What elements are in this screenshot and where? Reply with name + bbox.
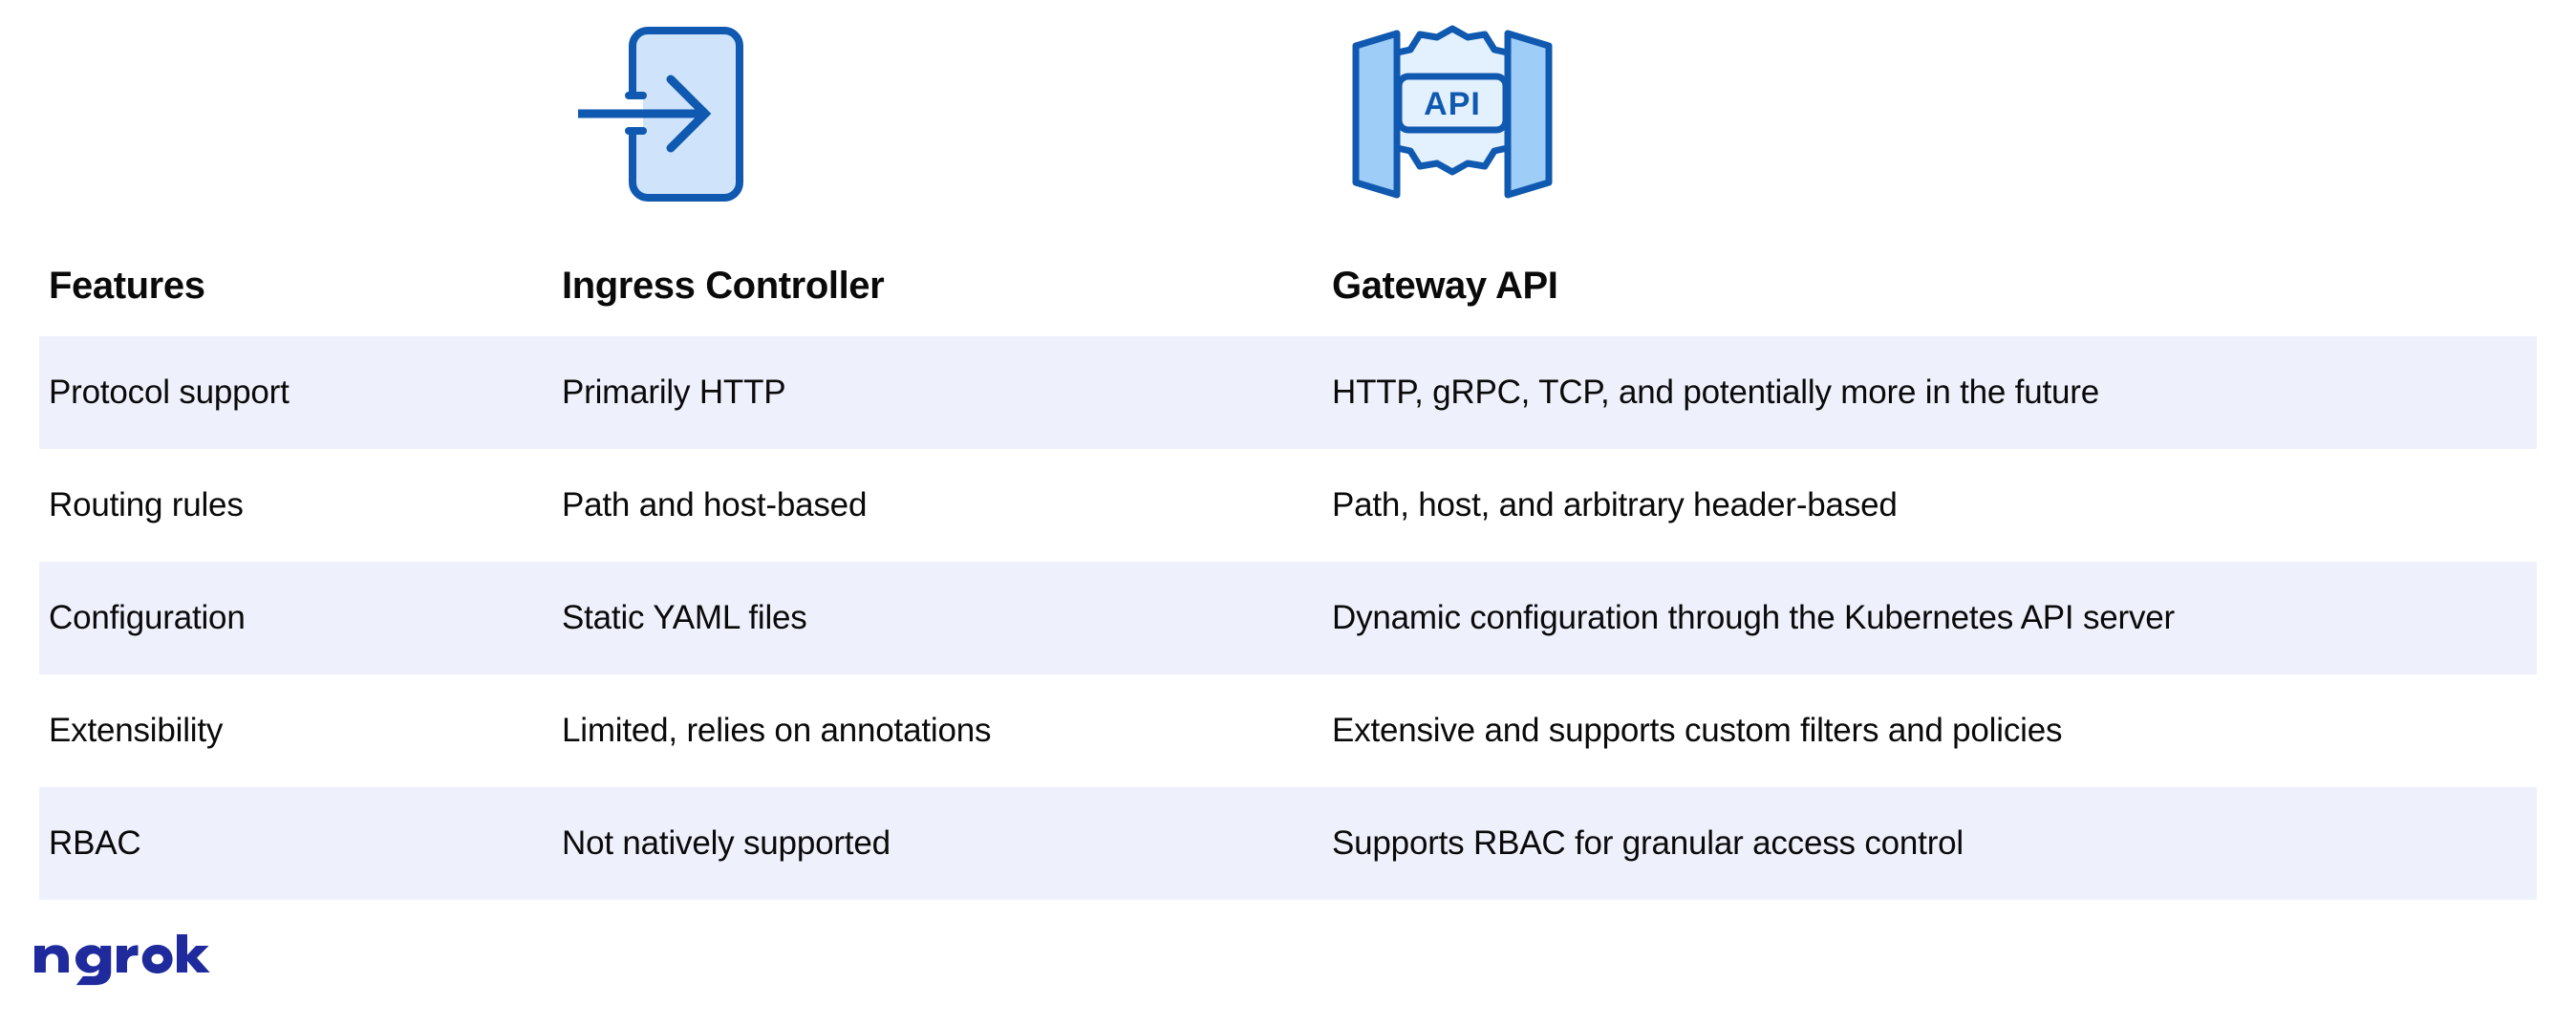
- cell-gateway: Path, host, and arbitrary header-based: [1332, 486, 1898, 524]
- gateway-api-icon-slot: API: [1351, 21, 1554, 207]
- icon-row: API: [0, 0, 2576, 220]
- ingress-controller-icon: [578, 27, 743, 202]
- cell-ingress: Static YAML files: [562, 599, 807, 636]
- gateway-api-icon-label: API: [1424, 86, 1481, 122]
- cell-gateway: Extensive and supports custom filters an…: [1332, 712, 2063, 749]
- ingress-controller-icon-slot: [574, 21, 750, 207]
- cell-gateway: HTTP, gRPC, TCP, and potentially more in…: [1332, 374, 2099, 411]
- table-row: Extensibility Limited, relies on annotat…: [39, 674, 2537, 787]
- column-header-features: Features: [49, 265, 205, 307]
- table-row: Routing rules Path and host-based Path, …: [39, 449, 2537, 562]
- cell-feature: RBAC: [49, 824, 141, 862]
- table-body: Protocol support Primarily HTTP HTTP, gR…: [39, 336, 2537, 900]
- cell-gateway: Dynamic configuration through the Kubern…: [1332, 599, 2175, 636]
- cell-feature: Extensibility: [49, 712, 224, 749]
- table-header: Features Ingress Controller Gateway API: [39, 222, 2537, 336]
- cell-ingress: Limited, relies on annotations: [562, 712, 992, 749]
- cell-feature: Routing rules: [49, 486, 244, 524]
- table-row: Configuration Static YAML files Dynamic …: [39, 562, 2537, 674]
- column-header-ingress-controller: Ingress Controller: [562, 265, 885, 307]
- cell-feature: Protocol support: [49, 374, 290, 411]
- ngrok-logo: [34, 934, 212, 986]
- table-row: RBAC Not natively supported Supports RBA…: [39, 787, 2537, 900]
- cell-gateway: Supports RBAC for granular access contro…: [1332, 824, 1964, 862]
- cell-feature: Configuration: [49, 599, 246, 636]
- cell-ingress: Path and host-based: [562, 486, 868, 524]
- cell-ingress: Primarily HTTP: [562, 374, 786, 411]
- table-header-row: Features Ingress Controller Gateway API: [39, 222, 2537, 336]
- ngrok-logo-mark: [34, 934, 210, 986]
- cell-ingress: Not natively supported: [562, 824, 891, 862]
- column-header-gateway-api: Gateway API: [1332, 265, 1558, 307]
- comparison-table: Features Ingress Controller Gateway API …: [39, 222, 2537, 900]
- gateway-api-icon: API: [1352, 25, 1553, 199]
- table-row: Protocol support Primarily HTTP HTTP, gR…: [39, 336, 2537, 449]
